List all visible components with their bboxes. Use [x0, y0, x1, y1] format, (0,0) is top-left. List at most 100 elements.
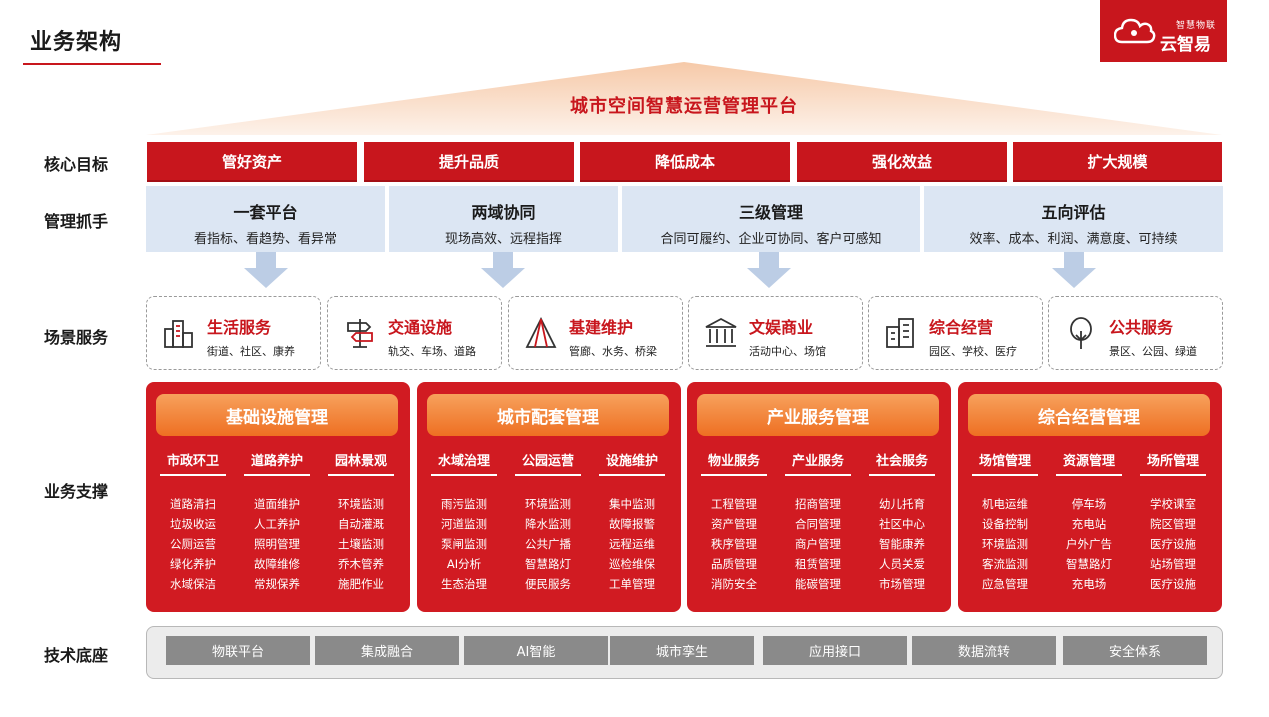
support-panel: 城市配套管理 水域治理 雨污监测 河道监测 泵闸监测 AI分析 生态治理 公园运… — [417, 382, 681, 612]
goal-box: 扩大规模 — [1013, 142, 1222, 182]
list-item: 雨污监测 — [441, 497, 487, 511]
support-panel: 综合经营管理 场馆管理 机电运维 设备控制 环境监测 客流监测 应急管理 资源管… — [958, 382, 1222, 612]
support-column: 水域治理 雨污监测 河道监测 泵闸监测 AI分析 生态治理 — [423, 450, 505, 594]
signpost-icon — [347, 319, 373, 348]
column-title: 物业服务 — [701, 450, 767, 476]
support-column: 道路养护 道面维护 人工养护 照明管理 故障维修 常规保养 — [236, 450, 318, 594]
list-item: 智慧路灯 — [525, 557, 571, 571]
lever-desc: 效率、成本、利润、满意度、可持续 — [969, 232, 1178, 247]
platform-roof — [146, 62, 1222, 135]
list-item: 站场管理 — [1150, 557, 1196, 571]
list-item: 充电场 — [1071, 577, 1107, 591]
list-item: 应急管理 — [982, 577, 1028, 591]
list-item: 智能康养 — [879, 537, 925, 551]
tech-item: 数据流转 — [912, 636, 1056, 665]
list-item: 环境监测 — [338, 497, 384, 511]
support-column: 社会服务 幼儿托育 社区中心 智能康养 人员关爱 市场管理 — [861, 450, 943, 594]
tech-item: 物联平台 — [166, 636, 310, 665]
row-label-support: 业务支撑 — [44, 482, 109, 501]
list-item: 户外广告 — [1066, 537, 1112, 551]
list-item: 人工养护 — [254, 517, 300, 531]
scene-subtitle: 活动中心、场馆 — [749, 345, 826, 358]
support-column: 场所管理 学校课室 院区管理 医疗设施 站场管理 医疗设施 — [1132, 450, 1214, 594]
lever-title: 一套平台 — [233, 203, 298, 222]
arrow-down-icon — [1052, 252, 1096, 288]
list-item: 幼儿托育 — [879, 497, 925, 511]
list-item: 社区中心 — [879, 517, 925, 531]
brand-logo: 智慧物联 云智易 — [1100, 0, 1227, 62]
lever-box: 两域协同 现场高效、远程指挥 — [389, 186, 618, 252]
scene-card: 生活服务 街道、社区、康养 — [146, 296, 321, 370]
list-item: 巡检维保 — [609, 557, 655, 571]
column-title: 场馆管理 — [972, 450, 1038, 476]
column-title: 水域治理 — [431, 450, 497, 476]
scene-subtitle: 街道、社区、康养 — [207, 345, 295, 358]
list-item: 土壤监测 — [338, 537, 384, 551]
list-item: AI分析 — [446, 557, 482, 571]
column-title: 园林景观 — [328, 450, 394, 476]
goal-box: 提升品质 — [364, 142, 574, 182]
list-item: 人员关爱 — [879, 557, 925, 571]
scene-title: 交通设施 — [388, 318, 453, 337]
list-item: 河道监测 — [441, 517, 487, 531]
scene-title: 综合经营 — [929, 318, 994, 337]
column-title: 社会服务 — [869, 450, 935, 476]
scene-subtitle: 管廊、水务、桥梁 — [569, 345, 657, 358]
scene-title: 基建维护 — [569, 318, 634, 337]
arrow-down-icon — [244, 252, 288, 288]
lever-box: 五向评估 效率、成本、利润、满意度、可持续 — [924, 186, 1223, 252]
list-item: 学校课室 — [1150, 497, 1196, 511]
support-column: 资源管理 停车场 充电站 户外广告 智慧路灯 充电场 — [1048, 450, 1130, 594]
list-item: 市场管理 — [879, 577, 925, 591]
list-item: 招商管理 — [795, 497, 841, 511]
list-item: 环境监测 — [525, 497, 571, 511]
list-item: 品质管理 — [711, 557, 757, 571]
list-item: 常规保养 — [254, 577, 300, 591]
scene-card: 交通设施 轨交、车场、道路 — [327, 296, 502, 370]
list-item: 充电站 — [1071, 517, 1107, 531]
list-item: 消防安全 — [711, 577, 757, 591]
column-title: 公园运营 — [515, 450, 581, 476]
lever-desc: 合同可履约、企业可协同、客户可感知 — [660, 232, 882, 247]
list-item: 远程运维 — [609, 537, 655, 551]
list-item: 道面维护 — [254, 497, 300, 511]
lever-title: 两域协同 — [471, 203, 536, 222]
list-item: 工程管理 — [711, 497, 757, 511]
list-item: 环境监测 — [982, 537, 1028, 551]
list-item: 设备控制 — [982, 517, 1028, 531]
list-item: 秩序管理 — [711, 537, 757, 551]
list-item: 降水监测 — [525, 517, 571, 531]
row-label-scenes: 场景服务 — [44, 328, 109, 347]
scene-card: 文娱商业 活动中心、场馆 — [688, 296, 863, 370]
panel-title: 产业服务管理 — [697, 394, 939, 436]
column-title: 场所管理 — [1140, 450, 1206, 476]
support-column: 物业服务 工程管理 资产管理 秩序管理 品质管理 消防安全 — [693, 450, 775, 594]
list-item: 资产管理 — [711, 517, 757, 531]
list-item: 工单管理 — [609, 577, 655, 591]
list-item: 商户管理 — [795, 537, 841, 551]
scene-title: 生活服务 — [207, 318, 272, 337]
lever-box: 三级管理 合同可履约、企业可协同、客户可感知 — [622, 186, 920, 252]
support-panel: 基础设施管理 市政环卫 道路清扫 垃圾收运 公厕运营 绿化养护 水域保洁 道路养… — [146, 382, 410, 612]
tree-icon — [1070, 317, 1092, 349]
scene-subtitle: 轨交、车场、道路 — [388, 345, 476, 358]
support-panel: 产业服务管理 物业服务 工程管理 资产管理 秩序管理 品质管理 消防安全 产业服… — [687, 382, 951, 612]
list-item: 乔木管养 — [338, 557, 384, 571]
cloud-icon — [1114, 18, 1156, 44]
list-item: 生态治理 — [441, 577, 487, 591]
list-item: 施肥作业 — [338, 577, 384, 591]
support-column: 产业服务 招商管理 合同管理 商户管理 租赁管理 能碳管理 — [777, 450, 859, 594]
support-column: 公园运营 环境监测 降水监测 公共广播 智慧路灯 便民服务 — [507, 450, 589, 594]
list-item: 泵闸监测 — [441, 537, 487, 551]
logo-name: 云智易 — [1160, 35, 1211, 55]
lever-title: 五向评估 — [1041, 203, 1106, 222]
scene-title: 公共服务 — [1109, 318, 1174, 337]
support-column: 市政环卫 道路清扫 垃圾收运 公厕运营 绿化养护 水域保洁 — [152, 450, 234, 594]
list-item: 照明管理 — [254, 537, 300, 551]
list-item: 院区管理 — [1150, 517, 1196, 531]
city-buildings-icon — [164, 320, 193, 348]
tech-item: 城市孪生 — [610, 636, 754, 665]
goal-box: 降低成本 — [580, 142, 790, 182]
tech-item: AI智能 — [464, 636, 608, 665]
goal-box: 强化效益 — [797, 142, 1007, 182]
